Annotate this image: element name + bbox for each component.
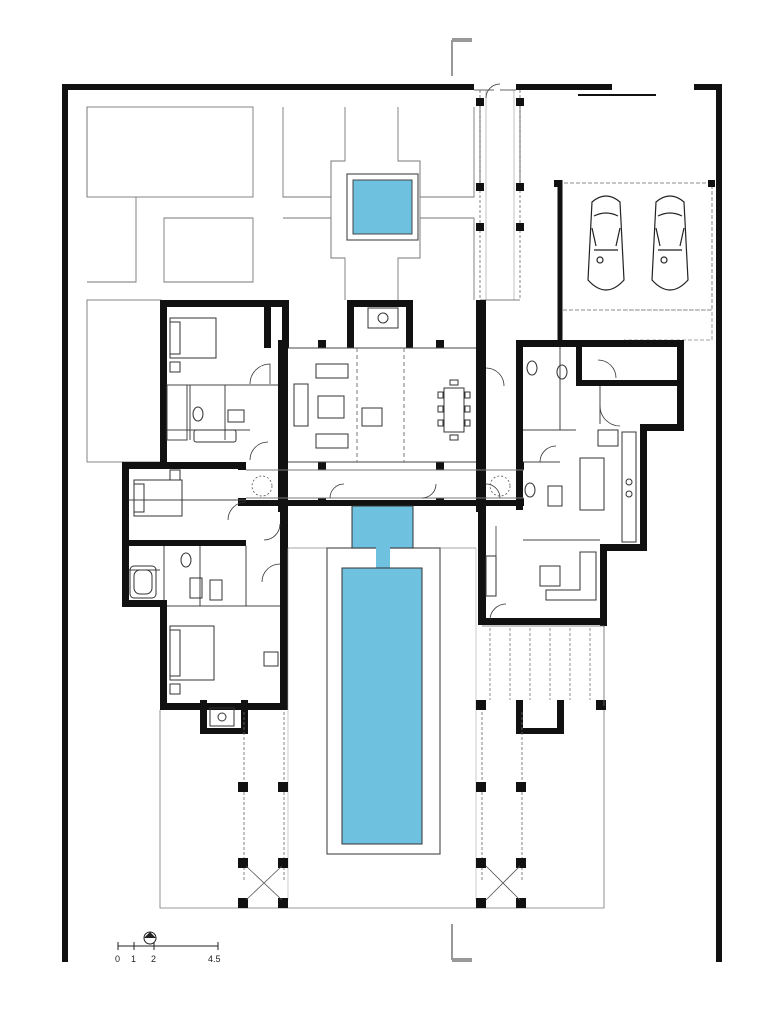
dining-table-icon (437, 379, 471, 441)
bathtub-icon (193, 429, 237, 443)
bathtub-icon (129, 565, 157, 599)
entry-gate (474, 83, 516, 99)
scale-tick-1: 1 (131, 954, 136, 964)
fireplace-icon (209, 307, 399, 727)
sofa-icon (293, 363, 383, 449)
pool-area (287, 505, 477, 900)
family-sofa (485, 551, 597, 601)
axis-marker-bottom (451, 924, 472, 962)
pool-pergola-west (159, 710, 605, 909)
bed-icon (133, 479, 183, 517)
site-boundary (62, 84, 722, 962)
bed-icon (169, 625, 215, 681)
scale-tick-0: 0 (115, 954, 120, 964)
entry-pergola (476, 90, 524, 301)
bed-icon (169, 317, 217, 359)
house-walls (122, 300, 684, 734)
north-arrow-icon (143, 931, 157, 945)
round-table (251, 475, 511, 497)
door-swings (227, 359, 621, 621)
axis-marker-top (451, 38, 472, 76)
interior-partitions (129, 347, 601, 607)
sink (189, 409, 563, 601)
carport (554, 94, 715, 341)
side-table (169, 361, 279, 695)
scale-tick-3: 4.5 (208, 954, 221, 964)
scale-bar: 0 1 2 4.5 (115, 931, 221, 964)
reflecting-pool (346, 173, 419, 241)
car-icon (651, 195, 689, 291)
scale-tick-2: 2 (151, 954, 156, 964)
car-icon (587, 195, 625, 291)
toilet-icon (180, 360, 568, 568)
kitchen-island-icon (579, 429, 637, 543)
garden-paths (86, 106, 475, 463)
pool-pergola-east (476, 625, 606, 908)
